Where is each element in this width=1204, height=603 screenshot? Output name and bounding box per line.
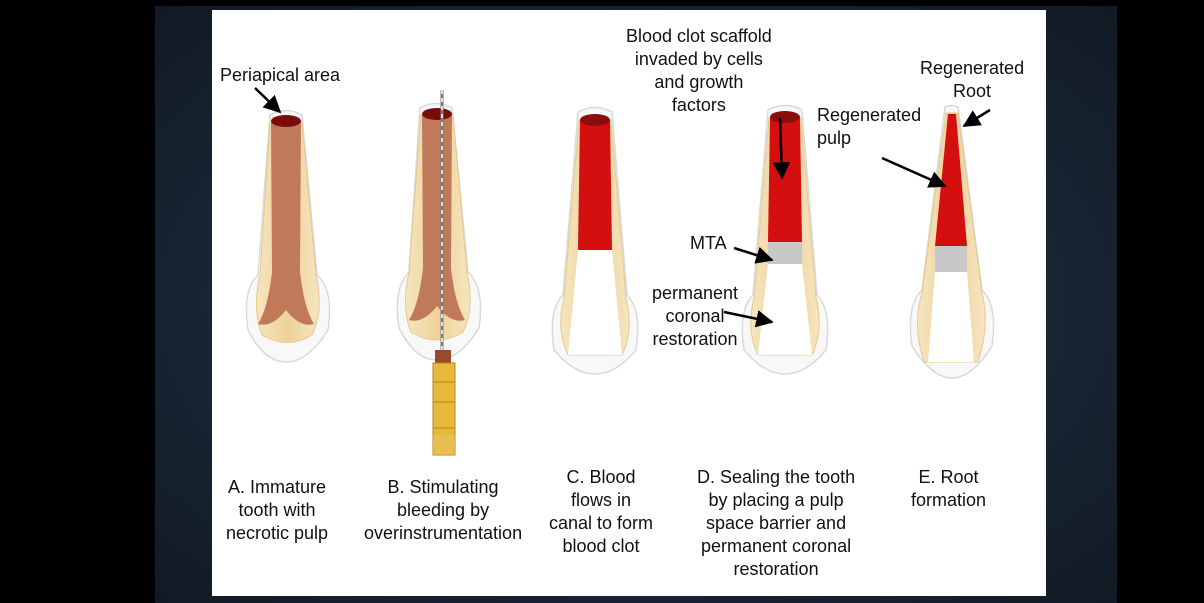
tooth-c bbox=[552, 108, 637, 375]
caption-e: E. Root formation bbox=[911, 466, 986, 512]
label-mta: MTA bbox=[690, 232, 727, 255]
label-regenerated-root: Regenerated Root bbox=[920, 57, 1024, 103]
tooth-b bbox=[397, 90, 480, 455]
tooth-e bbox=[910, 106, 993, 379]
label-coronal-restoration: permanent coronal restoration bbox=[652, 282, 738, 351]
mta-barrier bbox=[768, 242, 802, 264]
arrow-regen-pulp bbox=[882, 158, 945, 186]
caption-c: C. Blood flows in canal to form blood cl… bbox=[549, 466, 653, 558]
caption-a: A. Immature tooth with necrotic pulp bbox=[226, 476, 328, 545]
slide: Periapical area Blood clot scaffold inva… bbox=[212, 10, 1046, 596]
tooth-d bbox=[742, 106, 827, 375]
label-regenerated-pulp: Regenerated pulp bbox=[817, 104, 921, 150]
caption-d: D. Sealing the tooth by placing a pulp s… bbox=[697, 466, 855, 581]
label-scaffold: Blood clot scaffold invaded by cells and… bbox=[626, 25, 772, 117]
caption-b: B. Stimulating bleeding by overinstrumen… bbox=[364, 476, 522, 545]
arrow-periapical bbox=[255, 88, 280, 112]
arrow-regen-root bbox=[964, 110, 990, 126]
label-periapical-area: Periapical area bbox=[220, 64, 340, 87]
blood-clot bbox=[578, 120, 612, 250]
tooth-a bbox=[246, 111, 329, 363]
periapical-area-mark bbox=[271, 115, 301, 127]
